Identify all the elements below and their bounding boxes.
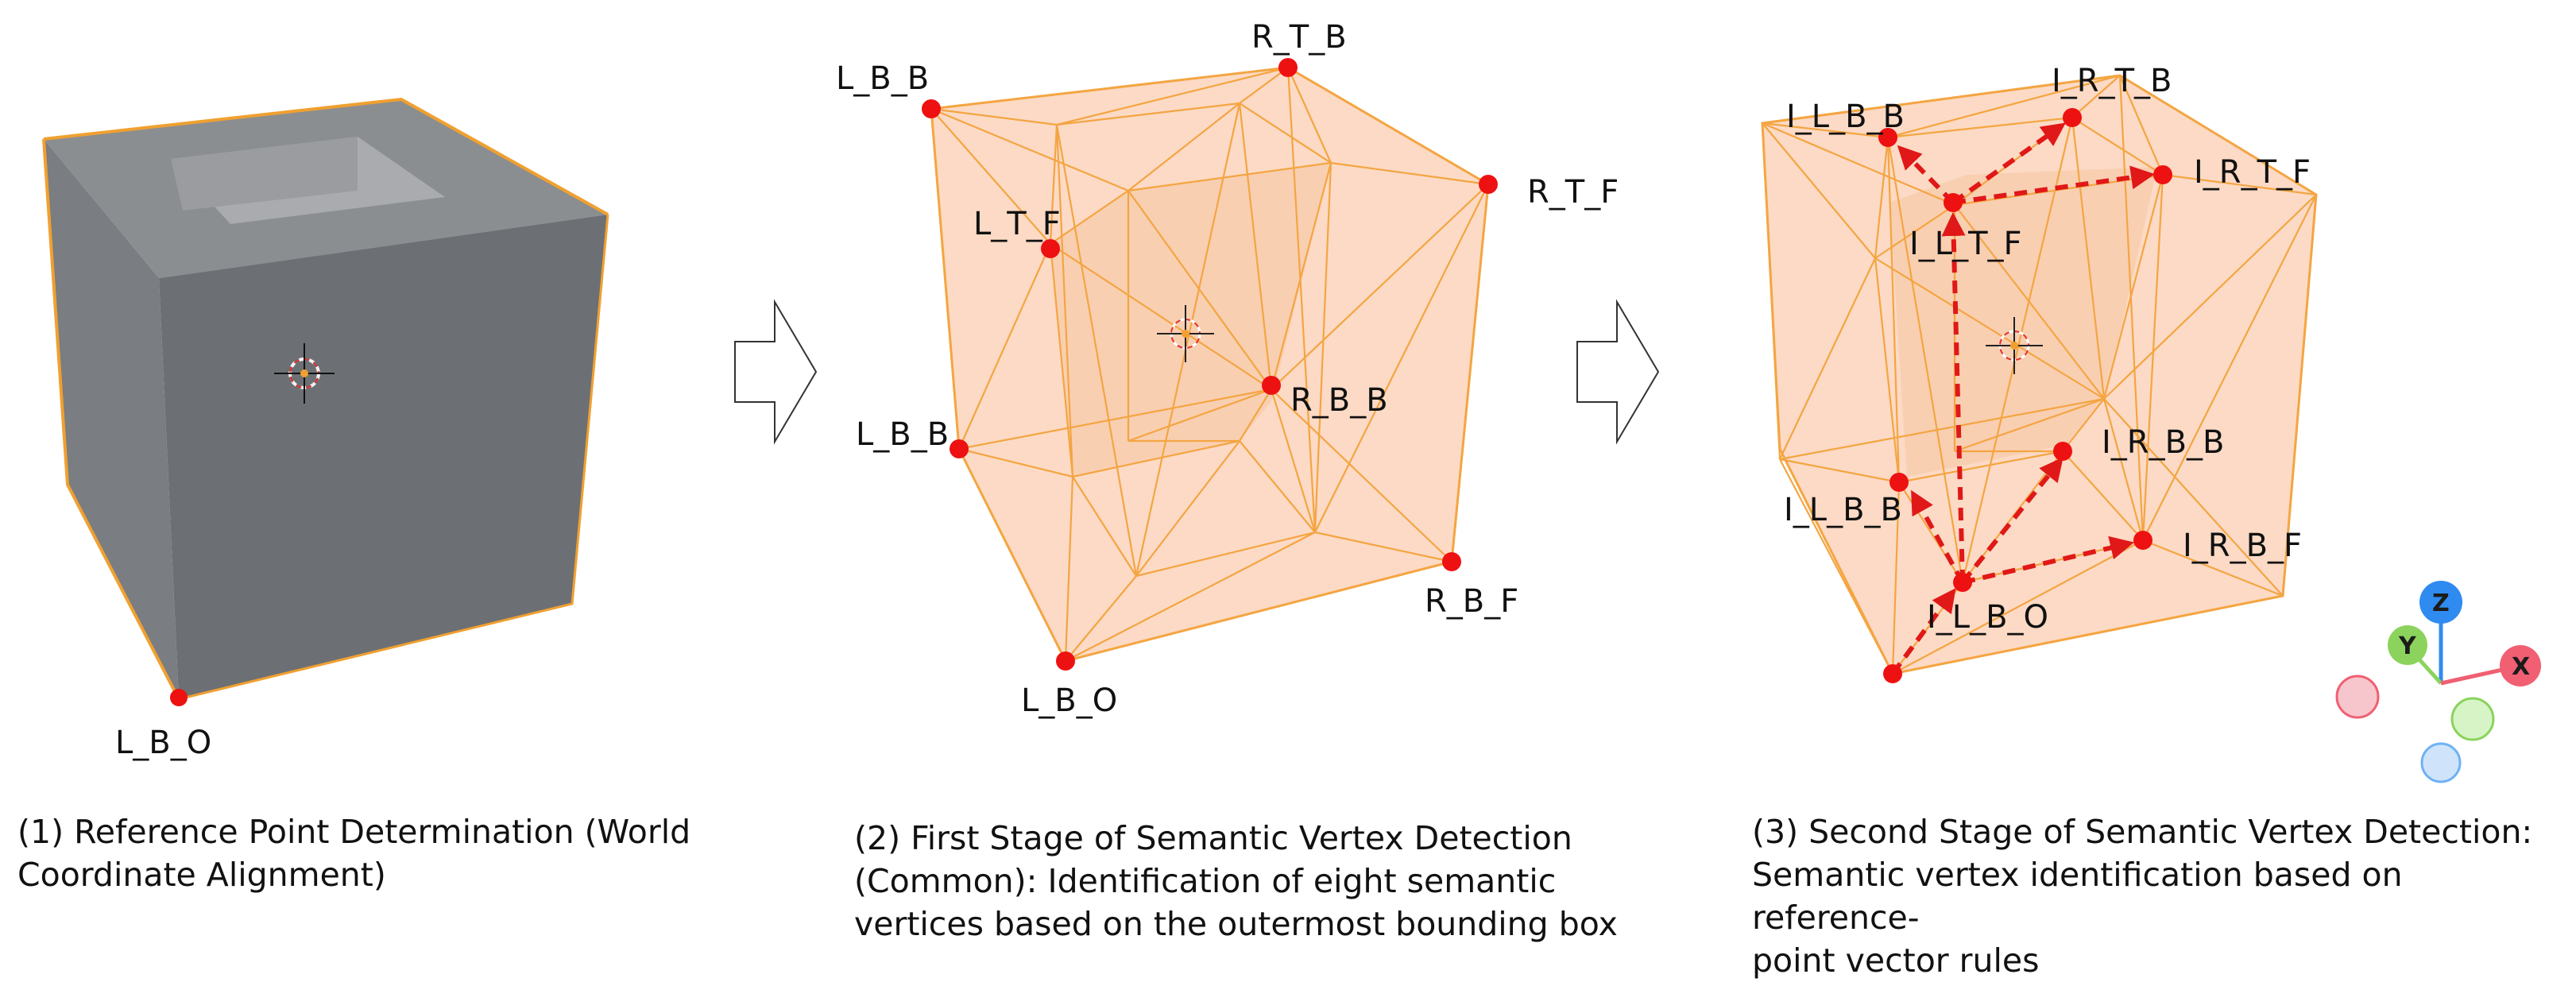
- x-axis-label: X: [2512, 653, 2530, 681]
- diagram-canvas: L_B_O: [42, 19, 2541, 783]
- cursor-3d-icon: [1157, 305, 1214, 362]
- vertex-point: [1056, 651, 1075, 671]
- vertex-label: L_B_B: [856, 416, 949, 453]
- cursor-3d-icon: [274, 343, 335, 404]
- y-axis-handle[interactable]: [2388, 625, 2427, 665]
- neg-y-axis-handle[interactable]: [2450, 697, 2495, 741]
- vertex-label: I_R_T_B: [2052, 63, 2172, 99]
- vertex-label: I_L_B_O: [1927, 599, 2048, 636]
- z-axis-label: Z: [2432, 590, 2450, 617]
- vertex-label: R_T_B: [1251, 19, 1347, 56]
- z-axis-handle[interactable]: [2419, 581, 2462, 624]
- cube-outline-left: [42, 138, 180, 700]
- vertex-point: [1889, 473, 1909, 492]
- vertex-point: [2153, 165, 2172, 184]
- vertex-point: [1883, 664, 1902, 683]
- vertex-point: [1953, 573, 1972, 592]
- vertex-point: [1041, 239, 1060, 258]
- hull-edges: [1761, 74, 2318, 675]
- vertex-point: [1442, 552, 1461, 571]
- vector-arrows: [1890, 122, 2155, 675]
- vertex-label: L_B_B: [836, 60, 929, 97]
- vertex-point: [1878, 128, 1897, 147]
- vertex-label: L_B_O: [115, 725, 211, 761]
- cube-outline-right: [178, 214, 609, 701]
- cube-left-face: [44, 139, 179, 699]
- x-axis-handle[interactable]: [2500, 645, 2541, 686]
- caption-stage-two: (2) First Stage of Semantic Vertex Detec…: [854, 819, 1618, 943]
- axis-gizmo: Z Y X: [2335, 581, 2541, 783]
- vertex-label: I_R_B_F: [2183, 528, 2302, 564]
- vertex-point: [1944, 193, 1963, 212]
- vertex-label: R_B_F: [1425, 583, 1518, 620]
- caption-stage-one: (1) Reference Point Determination (World…: [17, 813, 691, 894]
- vertex-label: I_L_B_B: [1786, 99, 1905, 135]
- cube-outline-top: [43, 97, 609, 216]
- vertex-label: I_R_T_F: [2194, 154, 2311, 191]
- vertex-point: [2133, 531, 2152, 550]
- vertex-point: [1479, 175, 1498, 194]
- vertex-point: [950, 439, 969, 458]
- hull-edges: [930, 66, 1490, 663]
- vertex-label: L_B_O: [1021, 682, 1117, 719]
- vertex-point: [1278, 58, 1298, 77]
- vertex-label: I_L_T_F: [1909, 226, 2022, 262]
- vertex-label: I_L_B_B: [1784, 492, 1902, 528]
- vertex-point: [2053, 442, 2072, 461]
- vertex-label: R_B_B: [1290, 382, 1388, 419]
- cursor-3d-icon: [1986, 317, 2043, 374]
- cube-hole-inner: [171, 137, 358, 211]
- vertex-label: R_T_F: [1527, 174, 1619, 211]
- step-arrow-icon: [1576, 299, 1660, 445]
- vertex-point: [1262, 376, 1281, 395]
- vertex-label: L_T_F: [973, 206, 1061, 242]
- neg-x-axis-handle[interactable]: [2335, 675, 2380, 719]
- vertex-point: [2063, 108, 2082, 127]
- vertex-label: I_R_B_B: [2102, 424, 2224, 461]
- vertex-point: [170, 689, 188, 706]
- hull-stage-two: I_R_T_B I_L_B_B I_R_T_F I_L_T_F I_R_B_B …: [1761, 63, 2318, 683]
- y-axis-label: Y: [2398, 632, 2417, 660]
- cube-front-face: [159, 215, 608, 699]
- hull-stage-one: R_T_B L_B_B R_T_F L_T_F R_B_B L_B_B R_B_…: [836, 19, 1619, 719]
- neg-z-axis-handle[interactable]: [2420, 742, 2462, 783]
- caption-stage-three: (3) Second Stage of Semantic Vertex Dete…: [1752, 813, 2533, 980]
- vertex-point: [922, 99, 941, 118]
- step-arrow-icon: [734, 299, 818, 445]
- reference-cube: L_B_O: [42, 97, 609, 761]
